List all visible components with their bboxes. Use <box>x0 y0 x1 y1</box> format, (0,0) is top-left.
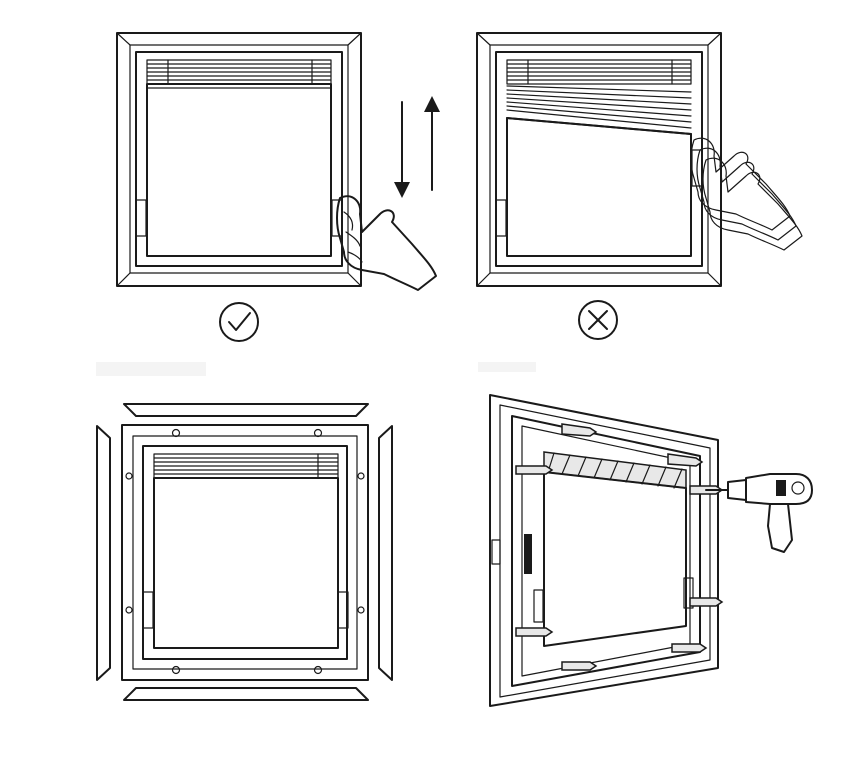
left-trim-piece <box>96 425 111 681</box>
shaking-hand-icon <box>690 137 803 251</box>
panel-drill-mounting <box>489 394 813 707</box>
panel-correct-operation <box>116 32 440 342</box>
blind-headrail <box>146 59 332 85</box>
vertical-motion-arrows-icon <box>394 96 440 198</box>
panel-exploded-frame-assembly <box>96 403 393 701</box>
top-trim-piece <box>123 403 369 417</box>
hand-icon <box>336 195 437 291</box>
x-circle-icon <box>578 300 618 340</box>
panel-incorrect-operation <box>476 32 803 340</box>
power-drill-icon <box>705 473 813 553</box>
right-trim-piece <box>378 425 393 681</box>
bottom-trim-piece <box>123 687 369 701</box>
screw-icon <box>515 423 724 671</box>
checkmark-circle-icon <box>219 302 259 342</box>
